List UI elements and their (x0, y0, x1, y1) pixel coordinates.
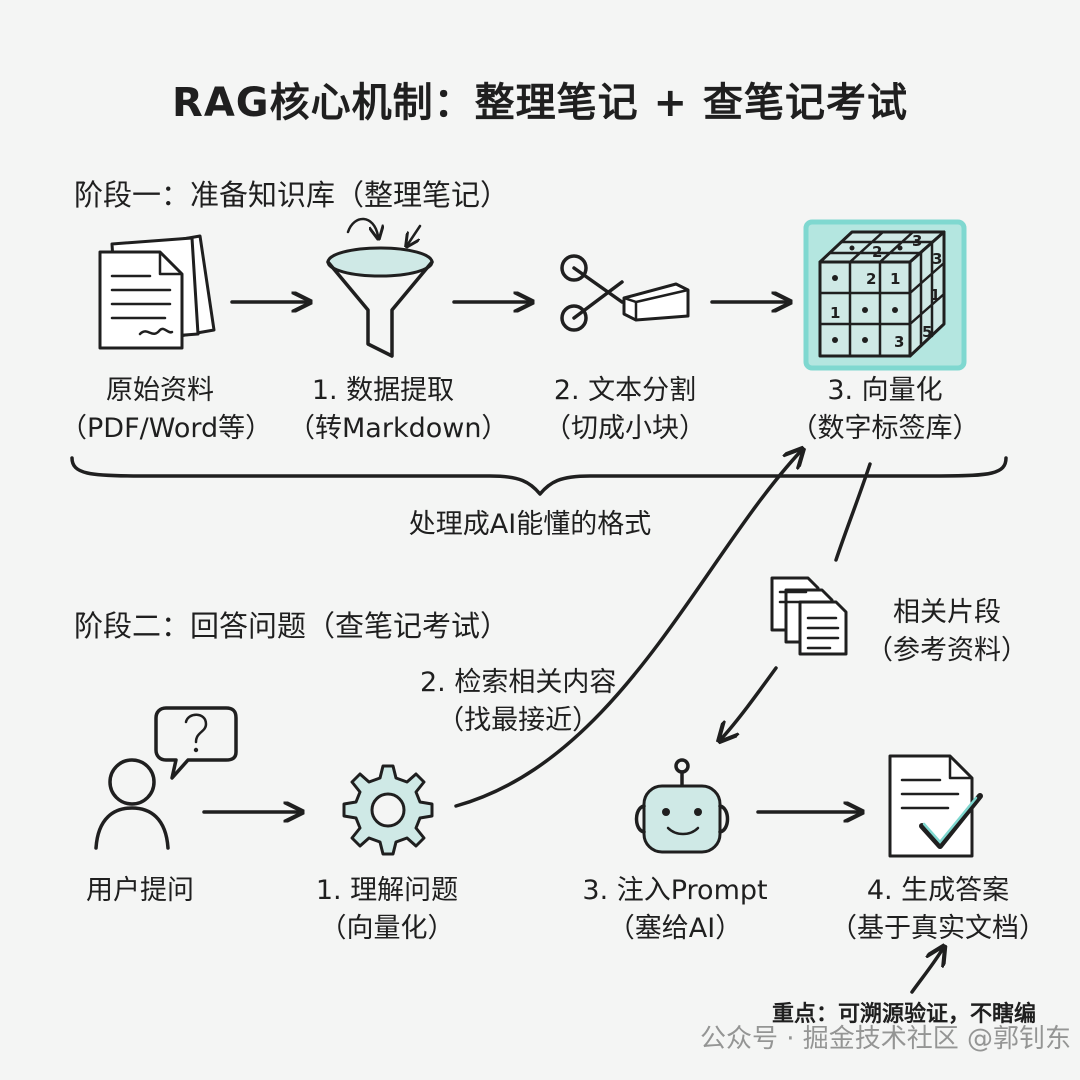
svg-text:3: 3 (912, 232, 922, 250)
step-vectorize-title: 3. 向量化 (827, 375, 943, 406)
scissors-icon (560, 254, 690, 332)
step-data-extraction: 1. 数据提取 （转Markdown） (288, 372, 509, 448)
brace (70, 456, 1008, 496)
svg-text:1: 1 (930, 286, 940, 304)
arrow-fragments-to-robot (722, 666, 778, 738)
step-data-extraction-title: 1. 数据提取 (311, 375, 455, 406)
step-generate-answer: 4. 生成答案 （基于真实文档） (828, 872, 1048, 948)
arrow-retrieve (454, 452, 800, 808)
answer-document-icon (888, 754, 983, 858)
step-raw-materials: 原始资料 （PDF/Word等） (60, 372, 273, 448)
svg-text:3: 3 (932, 250, 942, 268)
fragments-icon (770, 576, 848, 656)
retrieve-title: 2. 检索相关内容 (420, 667, 617, 698)
step-raw-materials-title: 原始资料 (106, 375, 214, 406)
arrow-note-to-answer (910, 950, 942, 994)
step-inject-prompt: 3. 注入Prompt （塞给AI） (570, 872, 780, 948)
step-raw-materials-sub: （PDF/Word等） (60, 413, 273, 444)
fragments-sub: （参考资料） (866, 635, 1028, 666)
funnel-icon (326, 217, 434, 358)
step-user-question-title: 用户提问 (86, 875, 194, 906)
step-user-question: 用户提问 (60, 872, 220, 910)
step-text-split: 2. 文本分割 （切成小块） (530, 372, 720, 448)
step-vectorize: 3. 向量化 （数字标签库） (790, 372, 980, 448)
fragments-label: 相关片段 （参考资料） (866, 594, 1028, 670)
svg-text:1: 1 (890, 270, 900, 288)
svg-text:1: 1 (830, 304, 840, 322)
step-vectorize-sub: （数字标签库） (790, 413, 980, 444)
vector-cube-icon: 1 1 2 3 2 3 3 5 1 (803, 219, 967, 371)
key-note: 重点：可溯源验证，不瞎编 (771, 1002, 1036, 1027)
step-inject-prompt-sub: （塞给AI） (607, 913, 743, 944)
step-generate-answer-sub: （基于真实文档） (830, 913, 1046, 944)
step-text-split-sub: （切成小块） (544, 413, 706, 444)
retrieve-sub: （找最接近） (437, 705, 600, 736)
svg-text:3: 3 (894, 333, 904, 351)
stage1-heading: 阶段一：准备知识库（整理笔记） (74, 178, 510, 212)
retrieve-label: 2. 检索相关内容 （找最接近） (420, 664, 616, 740)
step-data-extraction-sub: （转Markdown） (288, 413, 509, 444)
page-title: RAG核心机制：整理笔记 + 查笔记考试 (172, 80, 908, 126)
step-understand-question-title: 1. 理解问题 (315, 875, 459, 906)
fragments-title: 相关片段 (893, 597, 1001, 628)
line-vector-to-fragments (834, 462, 872, 562)
step-text-split-title: 2. 文本分割 (553, 375, 697, 406)
step-inject-prompt-title: 3. 注入Prompt (582, 875, 768, 906)
gear-icon (342, 764, 434, 856)
step-understand-question: 1. 理解问题 （向量化） (292, 872, 482, 948)
robot-icon (634, 758, 730, 854)
brace-label: 处理成AI能懂的格式 (408, 509, 652, 540)
step-generate-answer-title: 4. 生成答案 (866, 875, 1010, 906)
svg-text:5: 5 (922, 323, 932, 341)
documents-icon (98, 234, 216, 350)
user-question-icon (94, 706, 238, 850)
step-understand-question-sub: （向量化） (319, 913, 455, 944)
svg-text:2: 2 (872, 243, 882, 261)
watermark: 公众号 · 掘金技术社区 @郭钊东 (700, 1024, 1072, 1054)
svg-text:2: 2 (866, 270, 876, 288)
stage2-heading: 阶段二：回答问题（查笔记考试） (74, 609, 510, 643)
